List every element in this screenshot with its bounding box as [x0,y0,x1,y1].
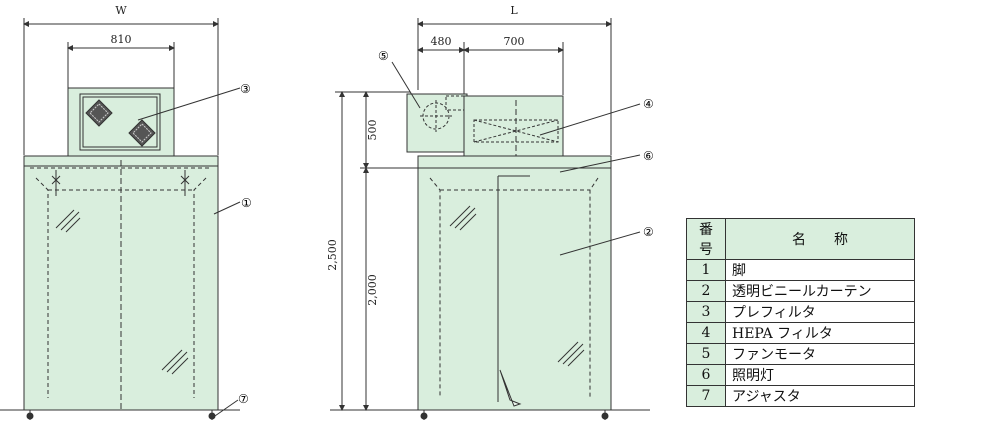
front-view [0,18,240,420]
header-name: 名 称 [725,218,915,260]
dim-hepa-width: 700 [504,35,525,48]
callout-2: ② [643,225,654,239]
dim-length-label: L [510,4,518,17]
row-name: 照明灯 [725,364,915,386]
callout-1: ① [241,196,252,210]
svg-text:②: ② [643,225,654,239]
dim-total-height: 2,500 [326,239,339,271]
callout-3: ③ [240,82,251,96]
callout-5: ⑤ [378,49,389,63]
row-name: アジャスタ [725,385,915,407]
row-name: HEPA フィルタ [725,322,915,344]
row-name: プレフィルタ [725,301,915,323]
row-number: 6 [686,364,726,386]
prefilter-diamond-left [85,99,113,127]
row-number: 5 [686,343,726,365]
row-number: 7 [686,385,726,407]
side-view [330,18,650,420]
prefilter-diamond-right [128,119,156,147]
callout-6: ⑥ [643,149,654,163]
row-number: 4 [686,322,726,344]
dim-curtain-height: 2,000 [366,274,379,306]
row-name: ファンモータ [725,343,915,365]
parts-table-header: 番号 名 称 [686,218,915,260]
dim-top-height: 500 [366,120,379,141]
callout-4: ④ [643,97,654,111]
callout-7: ⑦ [238,392,249,406]
dim-motor-width: 480 [431,35,452,48]
header-number: 番号 [686,218,726,260]
dim-width-label: W [115,4,127,17]
leader-lines [137,61,641,419]
row-name: 透明ビニールカーテン [725,280,915,302]
row-number: 1 [686,259,726,281]
svg-text:⑤: ⑤ [378,49,389,63]
row-name: 脚 [725,259,915,281]
svg-text:③: ③ [240,82,251,96]
svg-text:①: ① [241,196,252,210]
svg-text:④: ④ [643,97,654,111]
row-number: 3 [686,301,726,323]
svg-text:⑥: ⑥ [643,149,654,163]
dim-prefilter-width: 810 [111,33,132,46]
row-number: 2 [686,280,726,302]
svg-text:⑦: ⑦ [238,392,249,406]
